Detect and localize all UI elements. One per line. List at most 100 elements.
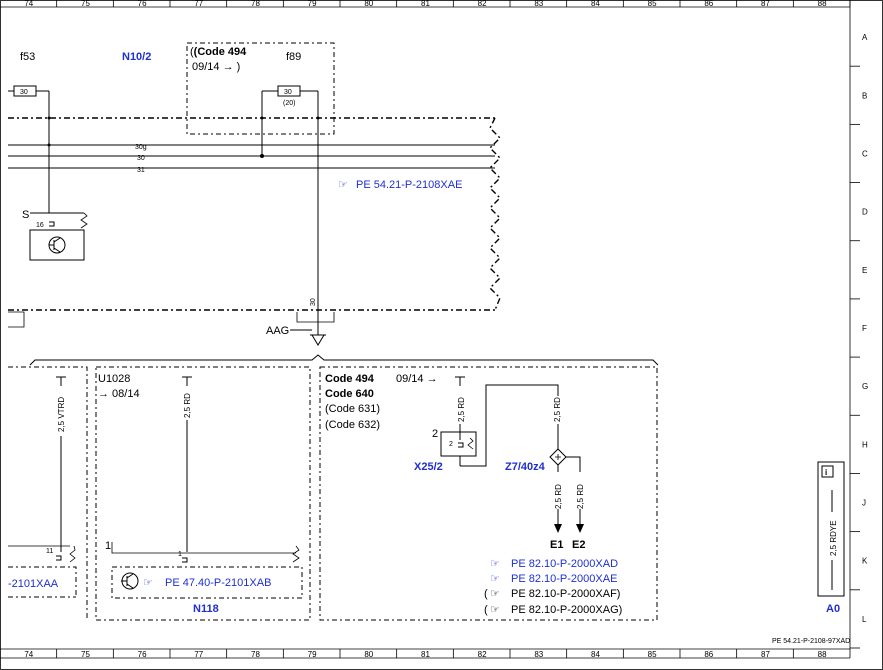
bus-label-30g: 30g bbox=[135, 144, 147, 151]
ruler-col-top: 88 bbox=[818, 0, 827, 8]
pin-1b: 1 bbox=[178, 551, 182, 558]
ruler-row: G bbox=[862, 382, 868, 391]
ruler-col-bottom: 87 bbox=[761, 650, 770, 659]
fuse-f89-alt: (20) bbox=[283, 100, 295, 107]
ruler-col-bottom: 78 bbox=[251, 650, 260, 659]
ruler-row: K bbox=[862, 557, 868, 566]
pin-16: 16 bbox=[36, 222, 44, 229]
ruler-col-bottom: 85 bbox=[648, 650, 657, 659]
label-code632: (Code 632) bbox=[325, 419, 380, 431]
code494-top-box bbox=[186, 42, 335, 135]
pointing-hand-icon: ☞ bbox=[490, 558, 500, 570]
ruler-col-top: 77 bbox=[194, 0, 203, 8]
ruler-col-top: 75 bbox=[81, 0, 90, 8]
ruler-col-bottom: 83 bbox=[534, 650, 543, 659]
svg-text:PE 82.10-P-2000XAD: PE 82.10-P-2000XAD bbox=[511, 558, 618, 570]
label-f53: f53 bbox=[20, 51, 35, 63]
pointing-hand-icon: ☞ bbox=[143, 577, 153, 589]
transistor-icon bbox=[121, 572, 139, 590]
transistor-icon bbox=[48, 236, 66, 254]
ruler-col-bottom: 82 bbox=[478, 650, 487, 659]
ruler-row: A bbox=[862, 33, 868, 42]
component-a0-box bbox=[817, 461, 845, 597]
ruler-col-bottom: 80 bbox=[364, 650, 373, 659]
label-f89: f89 bbox=[286, 51, 301, 63]
ruler-col-top: 79 bbox=[308, 0, 317, 8]
ref-xad[interactable]: ☞ PE 82.10-P-2000XAD bbox=[490, 558, 618, 570]
label-code494-b-date: 09/14 → bbox=[396, 373, 438, 385]
label-code640: Code 640 bbox=[325, 388, 374, 400]
label-e1: E1 bbox=[550, 539, 563, 551]
ruler-col-bottom: 84 bbox=[591, 650, 600, 659]
ruler-col-top: 87 bbox=[761, 0, 770, 8]
label-u1028-date: → 08/14 bbox=[98, 388, 140, 400]
component-s-body bbox=[29, 229, 85, 261]
ruler-col-bottom: 74 bbox=[24, 650, 33, 659]
n118-box bbox=[111, 566, 303, 599]
label-code494-b: Code 494 bbox=[325, 373, 375, 385]
svg-text:PE 82.10-P-2000XAF): PE 82.10-P-2000XAF) bbox=[511, 588, 620, 600]
wire-rd-c1: 2,5 RD bbox=[457, 397, 466, 422]
ruler-row: B bbox=[862, 91, 867, 100]
svg-text:(: ( bbox=[484, 588, 488, 600]
ruler-row: J bbox=[862, 499, 866, 508]
label-z7-40z4[interactable]: Z7/40z4 bbox=[505, 461, 546, 473]
label-code631: (Code 631) bbox=[325, 403, 380, 415]
label-n10-2[interactable]: N10/2 bbox=[122, 51, 151, 63]
label-code494-top: ((Code 494 bbox=[190, 46, 247, 58]
ruler-col-bottom: 86 bbox=[704, 650, 713, 659]
bus-label-30: 30 bbox=[137, 155, 145, 162]
svg-text:PE 54.21-P-2108XAE: PE 54.21-P-2108XAE bbox=[356, 179, 462, 191]
pointing-hand-icon: ☞ bbox=[490, 604, 500, 616]
wire-rdye: 2,5 RDYE bbox=[829, 520, 838, 556]
wire-rd-e2: 2,5 RD bbox=[576, 484, 585, 509]
bus-label-31: 31 bbox=[137, 167, 145, 174]
pointing-hand-icon: ☞ bbox=[338, 179, 348, 191]
ruler-col-top: 74 bbox=[24, 0, 33, 8]
ruler-col-top: 84 bbox=[591, 0, 600, 8]
ruler-col-bottom: 79 bbox=[308, 650, 317, 659]
ruler-row: E bbox=[862, 266, 867, 275]
ref-54-21[interactable]: ☞ PE 54.21-P-2108XAE bbox=[338, 179, 462, 191]
ground-icon bbox=[310, 322, 326, 346]
ruler-col-bottom: 77 bbox=[194, 650, 203, 659]
label-s: S bbox=[22, 209, 29, 221]
label-e2: E2 bbox=[572, 539, 585, 551]
pin-1a: 1 bbox=[105, 540, 111, 552]
ruler-col-bottom: 88 bbox=[818, 650, 827, 659]
ruler-col-top: 85 bbox=[648, 0, 657, 8]
footer-reference: PE 54.21-P-2108-97XAD bbox=[772, 638, 850, 645]
svg-text:PE 82.10-P-2000XAE: PE 82.10-P-2000XAE bbox=[511, 573, 617, 585]
pointing-hand-icon: ☞ bbox=[490, 588, 500, 600]
ref-xaa[interactable]: -2101XAA bbox=[8, 578, 59, 590]
pointing-hand-icon: ☞ bbox=[490, 573, 500, 585]
ruler-col-top: 81 bbox=[421, 0, 430, 8]
vert-30: 30 bbox=[310, 298, 317, 306]
ruler-col-top: 76 bbox=[138, 0, 147, 8]
ref-xaf[interactable]: ( ☞ PE 82.10-P-2000XAF) bbox=[484, 588, 620, 600]
label-u1028: U1028 bbox=[98, 373, 130, 385]
ruler-col-top: 86 bbox=[704, 0, 713, 8]
ruler-col-top: 80 bbox=[364, 0, 373, 8]
ruler-row: F bbox=[862, 324, 867, 333]
label-x25-2[interactable]: X25/2 bbox=[414, 461, 443, 473]
wire-rd-e1: 2,5 RD bbox=[554, 484, 563, 509]
ruler-col-bottom: 75 bbox=[81, 650, 90, 659]
pin-11: 11 bbox=[46, 548, 53, 555]
wire-rd-c2: 2,5 RD bbox=[553, 397, 562, 422]
connector-x25-2 bbox=[440, 431, 477, 457]
label-n118[interactable]: N118 bbox=[193, 603, 219, 615]
ref-xag[interactable]: ( ☞ PE 82.10-P-2000XAG) bbox=[484, 604, 622, 616]
info-icon[interactable]: i bbox=[821, 465, 834, 478]
arrow-e2 bbox=[576, 524, 584, 533]
label-a0[interactable]: A0 bbox=[826, 603, 840, 615]
ref-xae[interactable]: ☞ PE 82.10-P-2000XAE bbox=[490, 573, 617, 585]
ref-47-40[interactable]: ☞ PE 47.40-P-2101XAB bbox=[143, 577, 271, 589]
wire-vtrd: 2,5 VTRD bbox=[57, 397, 66, 432]
fuse-f89-rating: 30 bbox=[284, 89, 292, 96]
label-code494-top-date: 09/14 → ) bbox=[192, 61, 240, 73]
